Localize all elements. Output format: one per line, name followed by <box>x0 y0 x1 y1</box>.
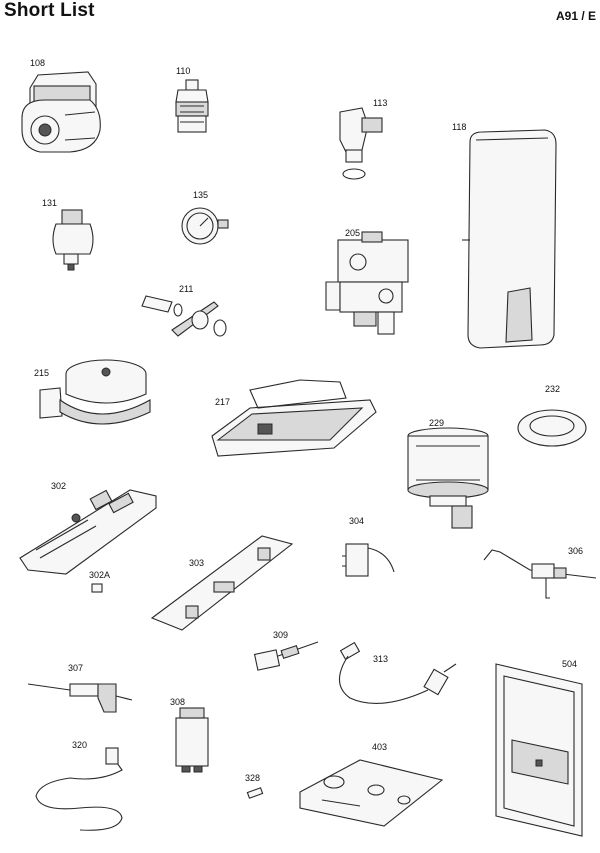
part-232-seal: 232 <box>517 384 587 447</box>
part-307-probe: 307 <box>27 663 133 713</box>
part-217-burner: 217 <box>211 379 377 457</box>
label-304: 304 <box>349 516 364 526</box>
page-title: Short List <box>4 0 95 21</box>
part-113-valve: 113 <box>339 98 387 180</box>
part-110-valve: 110 <box>175 66 209 133</box>
label-110: 110 <box>176 66 190 76</box>
part-303-display-board: 303 <box>150 535 294 631</box>
part-304-connector: 304 <box>342 516 395 577</box>
label-302: 302 <box>51 481 66 491</box>
part-205-gas-valve: 205 <box>325 228 409 335</box>
part-211-assembly: 211 <box>141 284 227 337</box>
label-232: 232 <box>545 384 560 394</box>
part-135-pressure-gauge: 135 <box>181 190 229 245</box>
model-code: A91 / E <box>556 9 597 23</box>
label-215: 215 <box>34 368 49 378</box>
part-302a-fuse: 302A <box>89 570 110 593</box>
label-229: 229 <box>429 418 444 428</box>
label-504: 504 <box>562 659 577 669</box>
label-113: 113 <box>373 98 387 108</box>
label-307: 307 <box>68 663 83 673</box>
part-320-cable: 320 <box>35 740 123 831</box>
label-135: 135 <box>193 190 208 200</box>
part-504-front-panel: 504 <box>495 659 583 837</box>
label-131: 131 <box>42 198 57 208</box>
label-306: 306 <box>568 546 583 556</box>
label-217: 217 <box>215 397 230 407</box>
part-403-seal-kit: 403 <box>299 742 444 827</box>
part-306-electrode: 306 <box>483 546 597 599</box>
label-302a: 302A <box>89 570 110 580</box>
label-205: 205 <box>345 228 360 238</box>
label-308: 308 <box>170 697 185 707</box>
part-308-ignition-unit: 308 <box>170 697 209 773</box>
part-309-sensor: 309 <box>253 630 319 671</box>
label-328: 328 <box>245 773 260 783</box>
label-320: 320 <box>72 740 87 750</box>
label-108: 108 <box>30 58 45 68</box>
part-108-pump: 108 <box>21 58 101 153</box>
part-302-pcb: 302 <box>19 481 157 575</box>
part-328-fuse: 328 <box>245 773 264 799</box>
label-313: 313 <box>373 654 388 664</box>
label-309: 309 <box>273 630 288 640</box>
label-403: 403 <box>372 742 387 752</box>
part-215-fan: 215 <box>34 359 151 425</box>
part-118-expansion-vessel: 118 <box>452 122 557 349</box>
part-313-cable: 313 <box>338 641 457 704</box>
part-229-heat-exchanger: 229 <box>407 418 489 529</box>
label-211: 211 <box>179 284 193 294</box>
part-131-pressure-switch: 131 <box>42 198 94 271</box>
label-303: 303 <box>189 558 204 568</box>
label-118: 118 <box>452 122 466 132</box>
